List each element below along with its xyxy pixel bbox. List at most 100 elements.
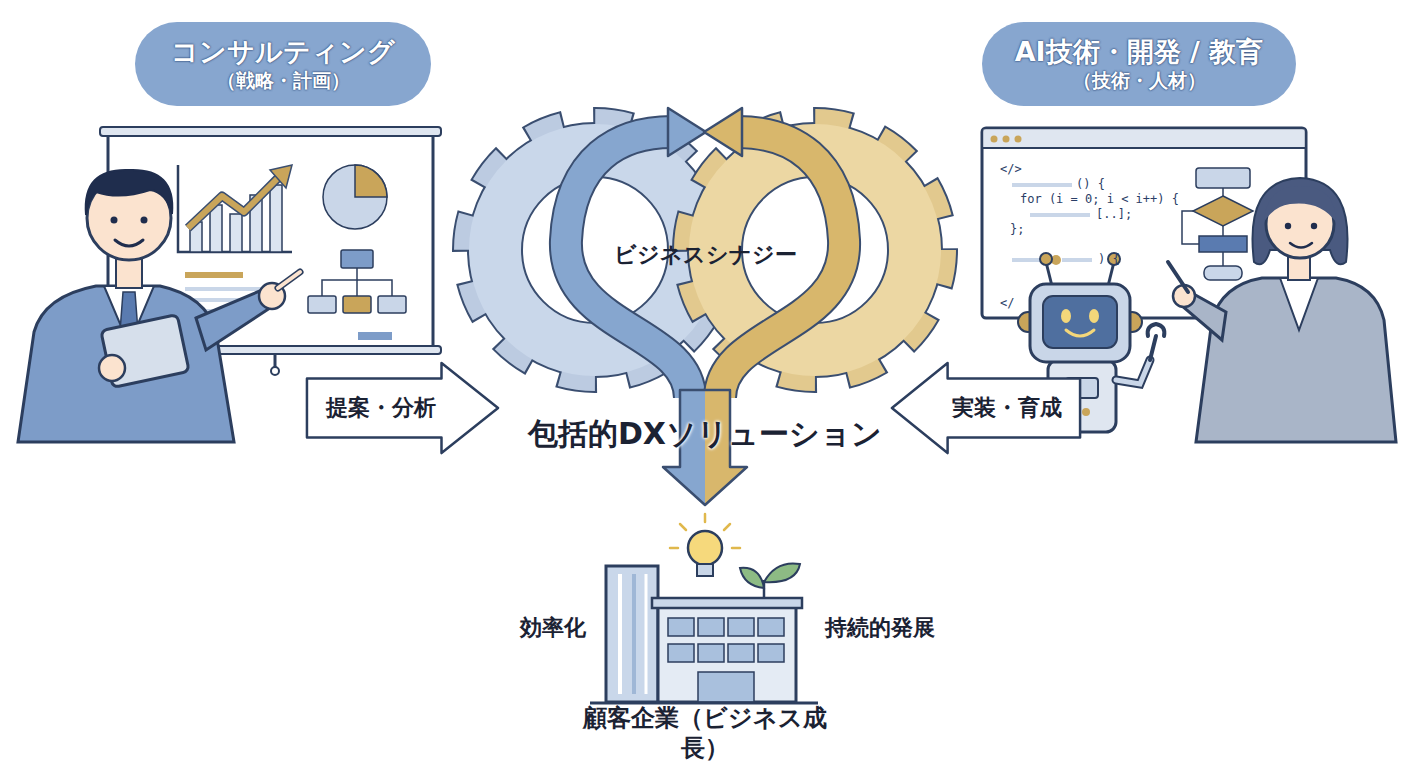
consultant-figure-part [141, 217, 148, 224]
engineer-figure-part [1290, 243, 1312, 248]
client-building-part-part [758, 618, 784, 636]
robot-figure-part [1148, 324, 1165, 360]
engineer-figure-part [1311, 223, 1317, 229]
client-building-part-part [724, 524, 730, 530]
consultant-figure-part [115, 240, 143, 246]
node-subtitle: （戦略・計画） [217, 69, 350, 93]
client-building-part-part [728, 644, 754, 662]
code-window-part [984, 130, 1305, 148]
client-building-part [645, 574, 648, 694]
consultant-figure-part [86, 170, 173, 215]
robot-figure-part [1061, 309, 1071, 323]
code-window-part [1015, 136, 1022, 143]
whiteboard-part [322, 268, 357, 296]
consultant-figure-part [111, 217, 118, 224]
robot-figure-part [1043, 296, 1117, 348]
engineer-figure [1168, 178, 1396, 442]
whiteboard-part [185, 287, 263, 291]
whiteboard-part [358, 332, 392, 340]
benefit-label: 効率化 [495, 613, 611, 643]
engineer-figure-part [1168, 262, 1188, 292]
code-window-part [1193, 196, 1253, 226]
consultant-figure-part [278, 272, 300, 288]
whiteboard-part [341, 250, 373, 268]
whiteboard-part [178, 165, 292, 252]
robot-figure-part [1089, 309, 1099, 323]
engineer-figure-part [1280, 278, 1318, 330]
engineer-figure-part [1196, 278, 1396, 442]
block-arrow: 実装・育成 [890, 362, 1082, 454]
client-building-part [688, 531, 722, 565]
block-arrow-outline [892, 363, 1080, 453]
robot-figure-part [1066, 330, 1094, 336]
code-line: () { [1076, 177, 1105, 191]
whiteboard-part [343, 296, 371, 313]
client-building-part-part [704, 514, 707, 522]
consultant-figure [18, 170, 300, 442]
client-building-part-part [668, 618, 694, 636]
client-building [590, 514, 818, 703]
whiteboard-part [100, 127, 441, 136]
client-building-part [606, 566, 658, 702]
node-title: AI技術・開発 / 教育 [1015, 35, 1264, 69]
code-window-part [1204, 266, 1242, 280]
client-building-part-part [668, 644, 694, 662]
engineer-figure-part [1252, 178, 1347, 264]
benefit-label: 持続的発展 [812, 613, 948, 643]
robot-figure-part [1040, 253, 1052, 265]
code-window-part [1222, 226, 1224, 236]
client-building-part [632, 574, 636, 694]
code-window-part [1222, 252, 1224, 266]
client-building-part [764, 563, 800, 582]
gold-swirl-arrow-part [704, 108, 742, 156]
client-building-part-part [698, 644, 724, 662]
code-line: ) { [1098, 252, 1120, 266]
client-building-part-part [670, 547, 678, 550]
code-window-part [1062, 258, 1092, 262]
whiteboard-part [210, 205, 222, 252]
block-arrow-outline [307, 363, 498, 453]
whiteboard-part [185, 272, 243, 278]
robot-figure-part [1030, 284, 1130, 362]
whiteboard-part [357, 280, 392, 296]
robot-figure-part [1082, 408, 1090, 416]
node-title: 実装・育成 [952, 394, 1062, 422]
whiteboard-part [188, 178, 278, 228]
code-line: }; [1010, 222, 1024, 236]
code-window-part [1182, 211, 1199, 244]
client-building-part-part [732, 547, 740, 550]
robot-figure-part [1116, 360, 1150, 384]
client-building-part-part [728, 618, 754, 636]
client-building-part [697, 564, 713, 576]
client-building-part [740, 568, 764, 588]
client-building-part [618, 574, 622, 694]
code-window-part [1012, 183, 1072, 187]
node-title: 提案・分析 [326, 394, 436, 422]
code-window-part [1196, 168, 1250, 188]
client-building-part-part [758, 644, 784, 662]
client-building-part [668, 618, 784, 702]
consultant-figure-part [18, 286, 234, 442]
client-building-part [652, 598, 802, 608]
code-window-part [1003, 136, 1010, 143]
node-title: 顧客企業（ビジネス成長） [560, 703, 850, 763]
code-window-part [1030, 213, 1090, 217]
whiteboard-part [355, 165, 387, 197]
engineer-figure-part [1264, 186, 1336, 222]
whiteboard-part [271, 367, 279, 375]
node-title: ビジネスシナジー [614, 241, 797, 269]
whiteboard-part [356, 280, 358, 296]
robot-figure-part [1116, 360, 1150, 384]
block-arrow: 提案・分析 [305, 362, 500, 454]
code-line: for (i = 0; i < i++) { [1020, 192, 1179, 206]
client-building-part-part [698, 672, 754, 702]
whiteboard-part [378, 296, 406, 313]
client-building-part-part [680, 524, 686, 530]
code-line: [..]; [1096, 207, 1132, 221]
whiteboard-part [270, 185, 282, 252]
node-subtitle: （技術・人材） [1073, 69, 1206, 93]
whiteboard-part [270, 165, 292, 188]
code-window-part [982, 147, 1306, 149]
